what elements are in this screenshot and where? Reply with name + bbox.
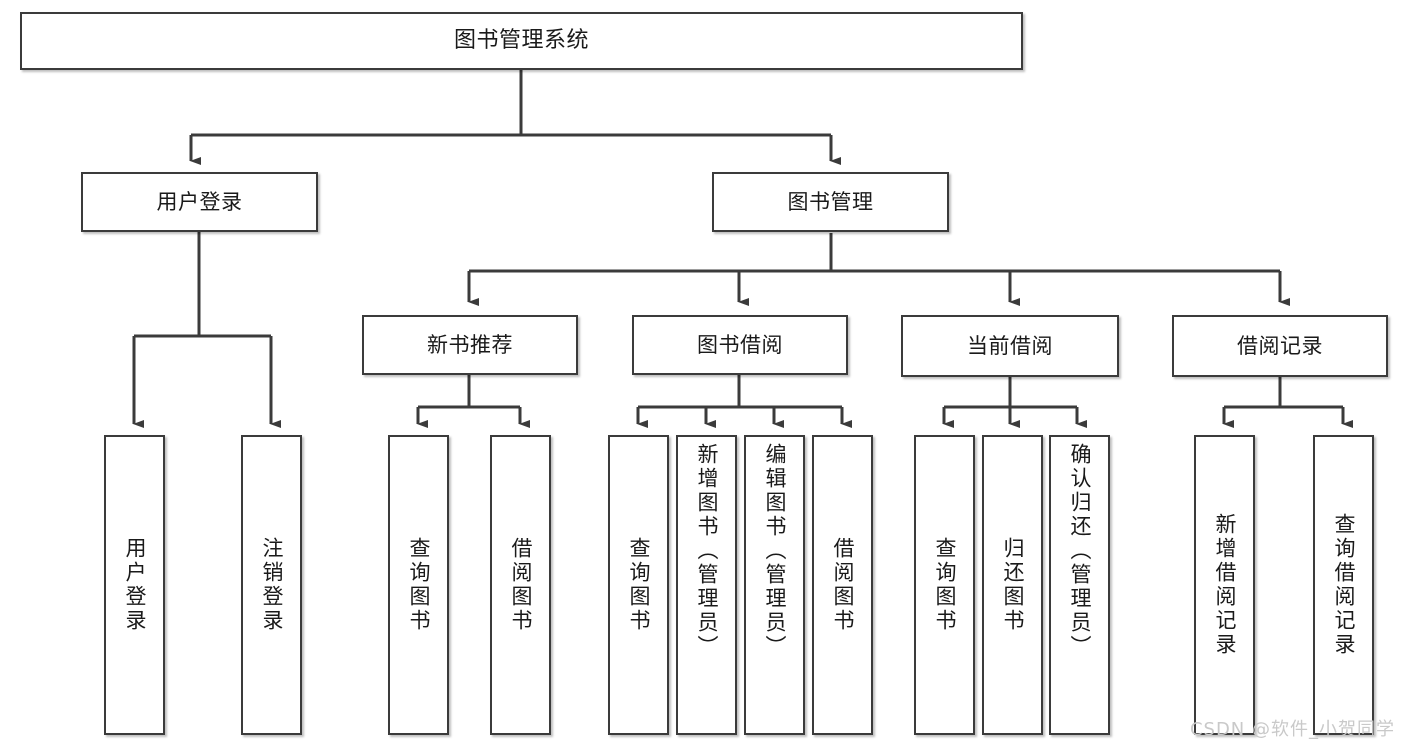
node-label: 查询图书 [407,537,431,633]
leaf-query-book-borrow[interactable]: 查询图书 [608,435,669,735]
node-label: 图书管理系统 [453,28,589,54]
node-book-management[interactable]: 图书管理 [712,172,949,232]
node-label: 编辑图书（管理员） [763,443,787,659]
leaf-edit-book-admin[interactable]: 编辑图书（管理员） [744,435,805,735]
node-label: 查询图书 [627,537,651,633]
node-label: 借阅图书 [831,537,855,633]
node-label: 当前借阅 [967,333,1053,358]
leaf-query-book-recommend[interactable]: 查询图书 [388,435,449,735]
leaf-borrow-book[interactable]: 借阅图书 [812,435,873,735]
node-label: 查询借阅记录 [1332,513,1356,657]
leaf-logout-login[interactable]: 注销登录 [241,435,302,735]
node-root-book-management-system[interactable]: 图书管理系统 [20,12,1023,70]
node-book-borrow[interactable]: 图书借阅 [632,315,848,375]
leaf-confirm-return-admin[interactable]: 确认归还（管理员） [1049,435,1110,735]
node-user-login[interactable]: 用户登录 [81,172,318,232]
leaf-add-borrow-record[interactable]: 新增借阅记录 [1194,435,1255,735]
node-label: 新书推荐 [427,332,513,357]
node-label: 图书借阅 [697,332,783,357]
node-new-book-recommend[interactable]: 新书推荐 [362,315,578,375]
leaf-query-borrow-record[interactable]: 查询借阅记录 [1313,435,1374,735]
node-label: 注销登录 [260,537,284,633]
node-label: 新增图书（管理员） [695,443,719,659]
node-label: 确认归还（管理员） [1068,443,1092,659]
watermark: CSDN @软件_小贺同学 [1189,719,1395,740]
node-label: 图书管理 [787,189,874,214]
node-label: 用户登录 [156,189,243,214]
leaf-borrow-book-recommend[interactable]: 借阅图书 [490,435,551,735]
node-label: 借阅记录 [1237,333,1323,358]
node-label: 用户登录 [123,537,147,633]
leaf-user-login[interactable]: 用户登录 [104,435,165,735]
node-label: 新增借阅记录 [1213,513,1237,657]
leaf-query-book-current[interactable]: 查询图书 [914,435,975,735]
leaf-return-book[interactable]: 归还图书 [982,435,1043,735]
node-current-borrow[interactable]: 当前借阅 [901,315,1119,377]
leaf-add-book-admin[interactable]: 新增图书（管理员） [676,435,737,735]
node-label: 查询图书 [933,537,957,633]
node-label: 借阅图书 [509,537,533,633]
node-borrow-record[interactable]: 借阅记录 [1172,315,1388,377]
node-label: 归还图书 [1001,537,1025,633]
